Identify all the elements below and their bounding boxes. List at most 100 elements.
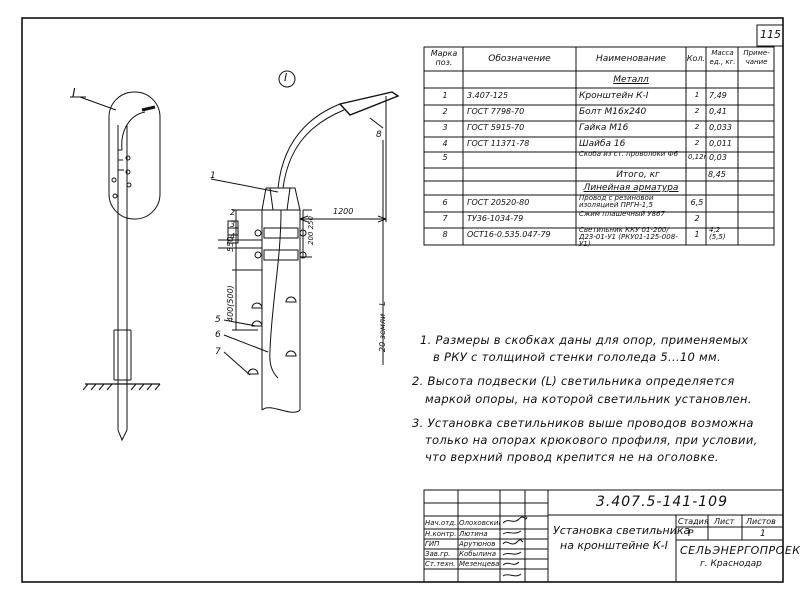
row-designation: ОСТ16-0.535.047-79	[467, 230, 551, 239]
row-qty: 6,5	[690, 198, 704, 207]
th-remark: Приме- чание	[743, 49, 770, 66]
row-designation: ГОСТ 5915-70	[467, 123, 525, 132]
row-mass: 0,033	[709, 123, 732, 132]
org-city: г. Краснодар	[700, 559, 762, 569]
role-name: Олоховский	[459, 519, 500, 527]
row-pos: 8	[442, 230, 448, 239]
role-name: Кобылина	[459, 550, 496, 558]
sheets-value: 1	[760, 529, 766, 539]
pos-label-4: 4	[230, 232, 236, 241]
title-line-1: Установка светильника	[553, 524, 691, 537]
row-pos: 7	[442, 214, 448, 223]
th-name: Наименование	[596, 54, 666, 64]
role-title: Зав.гр.	[425, 550, 451, 558]
dim-400-500-label: 400(500)	[226, 285, 235, 322]
row-designation: 3.407-125	[467, 91, 509, 100]
overview-callout-label: I	[72, 86, 76, 100]
row-pos: 1	[442, 91, 448, 100]
row-name: Сжим плашечный У867	[579, 211, 665, 218]
dim-vertical-label: 20 земли - L	[378, 301, 387, 352]
row-designation: ГОСТ 20520-80	[467, 198, 530, 207]
stage-header: Стадия	[678, 517, 709, 526]
stage-value: Р	[688, 529, 694, 539]
total-label: Итого, кг	[616, 170, 660, 180]
section-metal: Металл	[613, 75, 649, 85]
sheets-header: Листов	[746, 517, 776, 526]
role-name: Лютина	[459, 530, 488, 538]
row-mass: 7,49	[709, 91, 727, 100]
row-pos: 5	[442, 153, 448, 162]
th-pos: Марка поз.	[430, 49, 458, 67]
sheet-frame	[21, 17, 784, 583]
row-designation: ГОСТ 11371-78	[467, 139, 530, 148]
dim-1200-label: 1200	[333, 207, 354, 216]
pos-label-1: 1	[210, 171, 216, 181]
th-designation: Обозначение	[488, 54, 551, 64]
spec-table-grid	[423, 46, 775, 246]
row-mass: 0,41	[709, 107, 727, 116]
row-designation: ГОСТ 7798-70	[467, 107, 525, 116]
role-title: ГИП	[425, 540, 440, 548]
row-pos: 6	[442, 198, 448, 207]
overview-pole	[70, 91, 161, 442]
row-qty: 1	[694, 230, 700, 239]
row-name: Провод с резиновой изоляцией ПРГН-1,5	[579, 195, 654, 209]
row-name: Гайка М16	[579, 123, 629, 133]
row-name: Шайба 16	[579, 139, 626, 149]
note-line-4: маркой опоры, на которой светильник уста…	[425, 392, 752, 406]
row-qty: 2	[694, 123, 700, 131]
title-block-grid	[423, 489, 784, 583]
note-line-5: 3. Установка светильников выше проводов …	[412, 416, 754, 430]
role-name: Арутюнов	[459, 540, 496, 548]
org-name: СЕЛЬЭНЕРГОПРОЕКТ	[680, 544, 800, 557]
title-line-2: на кронштейне К-I	[560, 539, 668, 552]
row-mass: 0,011	[709, 139, 732, 148]
row-mass: 4,2 (5,5)	[709, 227, 726, 241]
row-qty: 1	[694, 91, 700, 99]
doc-code: 3.407.5-141-109	[596, 494, 728, 510]
row-name: Кронштейн К-I	[579, 91, 649, 101]
dim-200-250-label: 200 250	[307, 216, 315, 245]
row-name: Болт М16х240	[579, 107, 647, 117]
row-qty: 2	[694, 214, 700, 223]
role-name: Мезенцева	[459, 560, 500, 568]
note-line-6: только на опорах крюкового профиля, при …	[425, 433, 758, 447]
callout-oval	[108, 91, 161, 220]
th-qty: Кол.	[686, 54, 706, 63]
role-title: Н.контр.	[425, 530, 457, 538]
note-line-3: 2. Высота подвески (L) светильника опред…	[412, 374, 735, 388]
section-fittings: Линейная арматура	[583, 183, 679, 193]
role-title: Ст.техн.	[425, 560, 456, 568]
pos-label-5: 5	[215, 315, 221, 325]
pos-label-8: 8	[376, 130, 382, 140]
row-qty: 2	[694, 107, 700, 115]
sheet-number-box	[756, 24, 784, 47]
row-pos: 2	[442, 107, 448, 116]
note-line-7: что верхний провод крепится не на оголов…	[425, 450, 719, 464]
detail-callout-circle	[278, 70, 296, 88]
total-value: 8,45	[708, 170, 726, 179]
pos-label-7: 7	[215, 347, 221, 357]
note-line-1: 1. Размеры в скобках даны для опор, прим…	[420, 333, 749, 347]
dim-550-label: 550	[226, 236, 235, 252]
note-line-2: в РКУ с толщиной стенки гололеда 5...10 …	[433, 350, 721, 364]
row-qty: 0,12м	[688, 153, 706, 161]
row-pos: 3	[442, 123, 448, 132]
row-designation: ТУ36-1034-79	[467, 214, 524, 223]
row-name: Скоба из ст. проволоки Ф6	[579, 151, 679, 158]
detail-callout-label: I	[284, 71, 288, 84]
detail-pole	[210, 70, 400, 413]
th-mass: Масса ед., кг.	[709, 49, 736, 66]
pos-label-3: 3	[230, 220, 236, 229]
row-pos: 4	[442, 139, 448, 148]
sheet-header: Лист	[714, 517, 735, 526]
pos-label-6: 6	[215, 330, 221, 340]
sheet-number: 115	[760, 28, 781, 41]
row-mass: 0,03	[709, 153, 727, 162]
pos-label-2: 2	[230, 208, 236, 217]
row-name: Светильник ККУ 01-200/Д23-01-У1 (РКУ01-1…	[579, 227, 678, 248]
role-title: Нач.отд.	[425, 519, 457, 527]
row-qty: 2	[694, 139, 700, 147]
